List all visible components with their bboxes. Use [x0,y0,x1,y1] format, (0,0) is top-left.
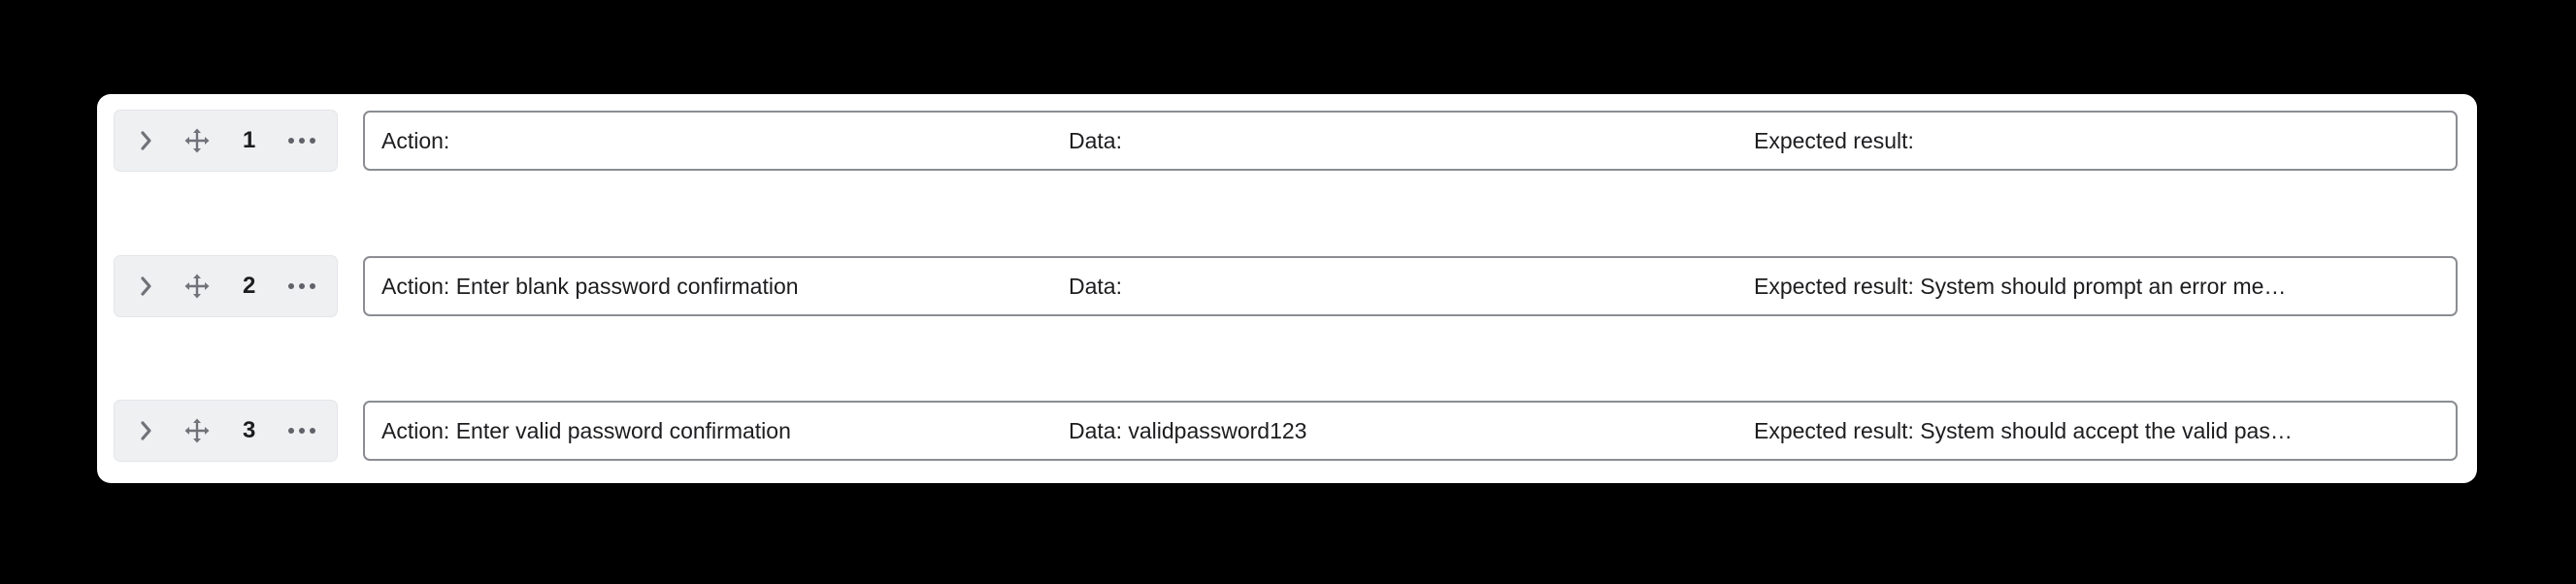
step-row-controls[interactable]: 1 [114,110,338,172]
test-steps-list: 1 Action: Data: Expected result: [97,94,2477,483]
table-row[interactable]: 3 Action: Enter valid password confirmat… [97,400,2477,462]
step-number: 2 [242,273,256,299]
step-data-text: Data: [1069,273,1122,299]
chevron-right-icon[interactable] [140,276,153,297]
move-arrows-icon[interactable] [184,274,210,299]
step-number: 1 [242,127,256,153]
step-content-field[interactable]: Action: Enter valid password confirmatio… [363,401,2458,461]
table-row[interactable]: 2 Action: Enter blank password confirmat… [97,255,2477,317]
ellipsis-icon[interactable] [287,283,315,289]
step-data-text: Data: validpassword123 [1069,417,1307,443]
chevron-right-icon[interactable] [140,420,153,441]
step-expected-result-text: Expected result: System should prompt an… [1754,273,2287,299]
step-action-text: Action: Enter blank password confirmatio… [381,273,799,299]
step-action-text: Action: Enter valid password confirmatio… [381,417,791,443]
move-arrows-icon[interactable] [184,128,210,153]
step-row-controls[interactable]: 3 [114,400,338,462]
step-content-field[interactable]: Action: Enter blank password confirmatio… [363,256,2458,316]
step-action-text: Action: [381,127,450,153]
ellipsis-icon[interactable] [287,138,315,144]
step-row-controls[interactable]: 2 [114,255,338,317]
step-expected-result-text: Expected result: System should accept th… [1754,417,2293,443]
chevron-right-icon[interactable] [140,130,153,151]
move-arrows-icon[interactable] [184,418,210,443]
table-row[interactable]: 1 Action: Data: Expected result: [97,110,2477,172]
test-steps-panel: 1 Action: Data: Expected result: [97,94,2477,483]
ellipsis-icon[interactable] [287,428,315,434]
step-number: 3 [242,417,256,443]
step-expected-result-text: Expected result: [1754,127,1914,153]
step-data-text: Data: [1069,127,1122,153]
step-content-field[interactable]: Action: Data: Expected result: [363,111,2458,171]
